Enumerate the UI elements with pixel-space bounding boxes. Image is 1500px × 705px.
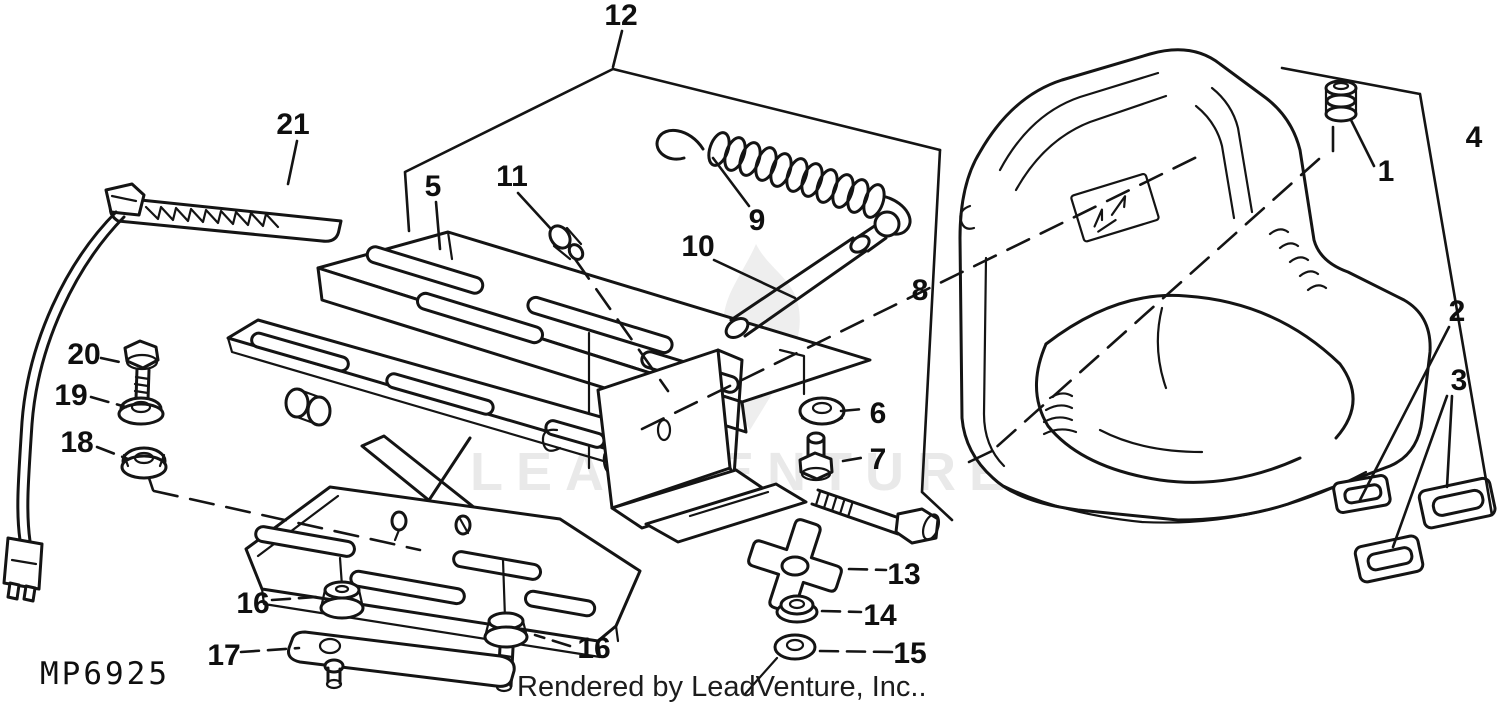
end-plate <box>596 348 808 544</box>
callout-part-16-left: 16 <box>236 587 269 620</box>
seat-shell <box>958 48 1432 524</box>
callout-part-17: 17 <box>207 639 240 672</box>
callout-part-9: 9 <box>749 204 766 237</box>
mid-rail <box>226 318 702 484</box>
seat-label <box>1070 172 1160 243</box>
part-20-bolt <box>123 339 160 402</box>
callout-part-10: 10 <box>681 230 714 263</box>
part-14-nut <box>775 594 819 624</box>
part-7-bolt <box>798 431 834 482</box>
part-10-damper-rod <box>724 210 901 340</box>
part-13-knob <box>747 518 843 614</box>
callout-part-4: 4 <box>1466 121 1483 154</box>
callout-part-1: 1 <box>1378 155 1395 188</box>
part-9-spring <box>655 128 912 236</box>
mounting-bolt <box>810 488 941 545</box>
callout-part-18: 18 <box>60 426 93 459</box>
part-11-stud <box>548 224 585 261</box>
part-6-nut <box>798 396 846 426</box>
part-1-bushing <box>1324 79 1358 123</box>
part-21-strap <box>104 182 343 243</box>
part-16-grommet-left <box>319 556 365 620</box>
part-12-frame-lines <box>403 29 954 522</box>
callout-part-3: 3 <box>1451 364 1468 397</box>
callout-part-21: 21 <box>276 108 309 141</box>
callout-part-2: 2 <box>1449 295 1466 328</box>
callout-part-7: 7 <box>870 443 887 476</box>
callout-part-16-right: 16 <box>577 632 610 665</box>
part-17-bar <box>287 630 516 690</box>
part-18-nut <box>120 446 168 480</box>
callouts: 12 21 5 11 9 10 1 4 8 2 3 6 7 20 19 18 1… <box>54 0 1482 672</box>
callout-part-15: 15 <box>893 637 926 670</box>
callout-part-8: 8 <box>912 274 929 307</box>
connector <box>2 536 44 603</box>
callout-part-6: 6 <box>870 397 887 430</box>
wiring-harness-cable <box>2 210 126 603</box>
callout-part-11: 11 <box>496 160 528 193</box>
drawing-number: MP6925 <box>40 656 170 692</box>
lower-plate <box>244 485 642 659</box>
clips-part-2-3 <box>1332 474 1497 584</box>
callout-part-20: 20 <box>67 338 100 371</box>
part-15-washer <box>743 633 817 696</box>
footer-credit: Rendered by LeadVenture, Inc.. <box>517 671 927 703</box>
callout-part-12: 12 <box>604 0 637 32</box>
leader-lines <box>89 66 1494 654</box>
callout-part-13: 13 <box>887 558 920 591</box>
callout-part-14: 14 <box>863 599 897 632</box>
callout-part-19: 19 <box>54 379 87 412</box>
part-19-locknut <box>117 396 165 426</box>
callout-part-5: 5 <box>425 170 442 203</box>
